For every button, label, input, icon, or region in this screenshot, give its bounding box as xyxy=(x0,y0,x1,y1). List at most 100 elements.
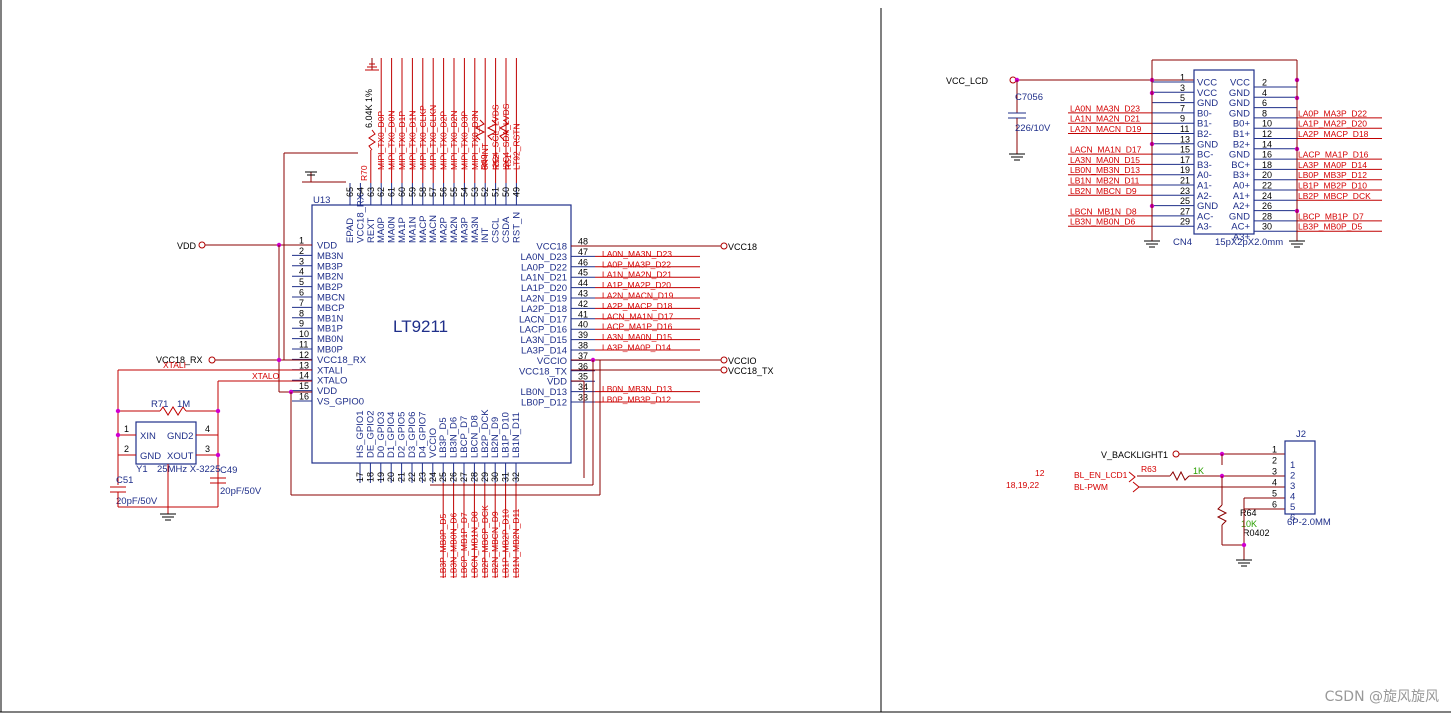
u13-right-net-label: LACP_MA1P_D16 xyxy=(602,322,673,332)
u13-right-pin-name: VCCIO xyxy=(537,356,567,367)
u13-right-pin-number: 42 xyxy=(578,299,588,309)
u13-left-pin-number: 16 xyxy=(299,392,309,402)
cn4-right-pin-name: GND xyxy=(1229,108,1250,119)
u13-left-pin-name: MB3P xyxy=(317,261,343,272)
cn4-left-pin-name: B2- xyxy=(1197,129,1212,140)
j2-outer-pin-number: 3 xyxy=(1272,467,1277,477)
cn4-right-pin-name: A2+ xyxy=(1233,201,1251,212)
u13-right-net-label: LA2N_MACN_D19 xyxy=(602,291,674,301)
u13-left-pin-name: MB0N xyxy=(317,334,344,345)
u13-bottom-net-label: LB3N_MB0N_D6 xyxy=(449,513,459,578)
cn4-left-pin-name: B1- xyxy=(1197,119,1212,130)
u13-left-pin-name: MB2N xyxy=(317,272,344,283)
u13-top-pin-name: MA3P xyxy=(459,217,470,243)
u13-bottom-net-label: LB2P_MBCP_DCK xyxy=(480,505,490,578)
u13-top-pin-name: MA0N xyxy=(387,216,398,243)
u13-top-pin-number: 54 xyxy=(459,187,469,197)
u13-left-pin-name: XTALI xyxy=(317,365,343,376)
u13-left-pin-number: 10 xyxy=(299,329,309,339)
u13-right-pin-name: LA1P_D20 xyxy=(521,283,567,294)
cn4-left-pin-name: A2- xyxy=(1197,191,1212,202)
u13-right-pin-name: LA3P_D14 xyxy=(521,346,567,357)
u13-left-pin-number: 2 xyxy=(299,246,304,256)
u13-right-net-label: LB0N_MB3N_D13 xyxy=(602,384,672,394)
j2-inner-pin-number: 6 xyxy=(1290,513,1295,524)
u13-bottom-pin-number: 19 xyxy=(376,472,386,482)
u13-top-pin-number: 63 xyxy=(366,187,376,197)
sheet-ref-1: 12 xyxy=(1035,468,1045,478)
vcc18-rx-port xyxy=(208,356,216,364)
u13-left-pin-name: VDD xyxy=(317,241,337,252)
cn4-right-pin-number: 24 xyxy=(1262,191,1272,201)
u13-bottom-pin-number: 28 xyxy=(469,472,479,482)
cn4-right-pin-name: GND xyxy=(1229,150,1250,161)
u13-right-net-label: LACN_MA1N_D17 xyxy=(602,311,674,321)
u13-right-net-label: LA0N_MA3N_D23 xyxy=(602,249,672,259)
cn4-right-pin-number: 8 xyxy=(1262,108,1267,118)
u13-top-pin-number: 49 xyxy=(511,187,521,197)
u13-left-pin-number: 6 xyxy=(299,288,304,298)
cn4-left-net-label: LA1N_MA2N_D21 xyxy=(1070,114,1140,124)
u13-bottom-net-label: LB2N_MBCN_D9 xyxy=(490,511,500,578)
cn4-right-pin-name: GND xyxy=(1229,88,1250,99)
cn4-left-pin-number: 1 xyxy=(1180,73,1185,83)
c49-ref: C49 xyxy=(220,465,237,476)
u13-left-pin-number: 15 xyxy=(299,381,309,391)
u13-top-pin-number: 53 xyxy=(470,187,480,197)
cn4-right-net-label: LB3P_MB0P_D5 xyxy=(1298,222,1363,232)
cn4-right-pin-name: B1+ xyxy=(1233,129,1251,140)
xtalo-net-label: XTALO xyxy=(252,371,280,381)
u13-top-net-label: I2C4_SDA_LVDS xyxy=(501,103,511,170)
r63-resistor xyxy=(1169,470,1190,482)
u13-top-pin-name: INT xyxy=(480,228,491,244)
u13-left-pin-number: 14 xyxy=(299,371,309,381)
u13-left-pin-number: 11 xyxy=(299,340,308,350)
u13-bottom-pin-name: LB2N_D9 xyxy=(490,417,501,458)
u13-top-net-label: MIPI_TX0_D0N xyxy=(387,110,397,170)
u13-top-pin-name: RST_N xyxy=(511,212,522,243)
cn4-right-pin-name: B3+ xyxy=(1233,170,1251,181)
u13-left-pin-name: MB1N xyxy=(317,313,344,324)
cn4-right-pin-number: 6 xyxy=(1262,98,1267,108)
u13-bottom-net-label: LB3P_MB0P_D5 xyxy=(438,513,448,578)
cn4-right-pin-name: A1+ xyxy=(1233,191,1251,202)
u13-left-pin-number: 13 xyxy=(299,360,309,370)
cn4-left-pin-name: A0- xyxy=(1197,170,1212,181)
r71-resistor xyxy=(159,406,187,416)
j2-outer-pin-number: 5 xyxy=(1272,489,1277,499)
cn4-left-pin-name: A1- xyxy=(1197,181,1212,192)
u13-top-pin-number: 56 xyxy=(439,187,449,197)
u13-top-net-label: R70 xyxy=(359,165,369,181)
u13-right-pin-number: 48 xyxy=(578,237,588,247)
vccio-port xyxy=(720,356,728,364)
u13-top-pin-name: MA2N xyxy=(449,216,460,243)
u13-top-net-label: MIPI_TX0_CLKP xyxy=(418,105,428,170)
j2-outer-pin-number: 4 xyxy=(1272,478,1277,488)
cn4-left-pin-name: B0- xyxy=(1197,108,1212,119)
u13-right-pin-name: LB0N_D13 xyxy=(521,387,567,398)
cn4-body xyxy=(1193,69,1255,235)
u13-top-pin-name: MA1P xyxy=(397,217,408,243)
u13-bottom-pin-number: 27 xyxy=(459,472,469,482)
u13-top-pin-number: 57 xyxy=(428,187,438,197)
cn4-left-pin-number: 13 xyxy=(1180,134,1190,144)
j2-outer-pin-number: 2 xyxy=(1272,456,1277,466)
cn4-left-pin-name: AC- xyxy=(1197,211,1213,222)
cn4-right-pin-name: B0+ xyxy=(1233,119,1251,130)
u13-right-pin-number: 38 xyxy=(578,341,588,351)
u13-right-pin-name: LA3N_D15 xyxy=(521,335,567,346)
u13-right-pin-number: 35 xyxy=(578,372,588,382)
cn4-left-net-label: LB1N_MB2N_D11 xyxy=(1070,176,1140,186)
j2-inner-pin-number: 3 xyxy=(1290,481,1295,492)
u13-left-pin-name: MBCP xyxy=(317,303,344,314)
r70-resistor xyxy=(368,129,376,151)
cn4-right-pin-number: 10 xyxy=(1262,119,1272,129)
cn4-right-pin-number: 2 xyxy=(1262,78,1267,88)
j2-outer-pin-number: 1 xyxy=(1272,445,1277,455)
u13-left-pin-name: MB0P xyxy=(317,345,343,356)
u13-left-nets: VDD VCC18_RX XTALI XTALO xyxy=(118,241,601,496)
